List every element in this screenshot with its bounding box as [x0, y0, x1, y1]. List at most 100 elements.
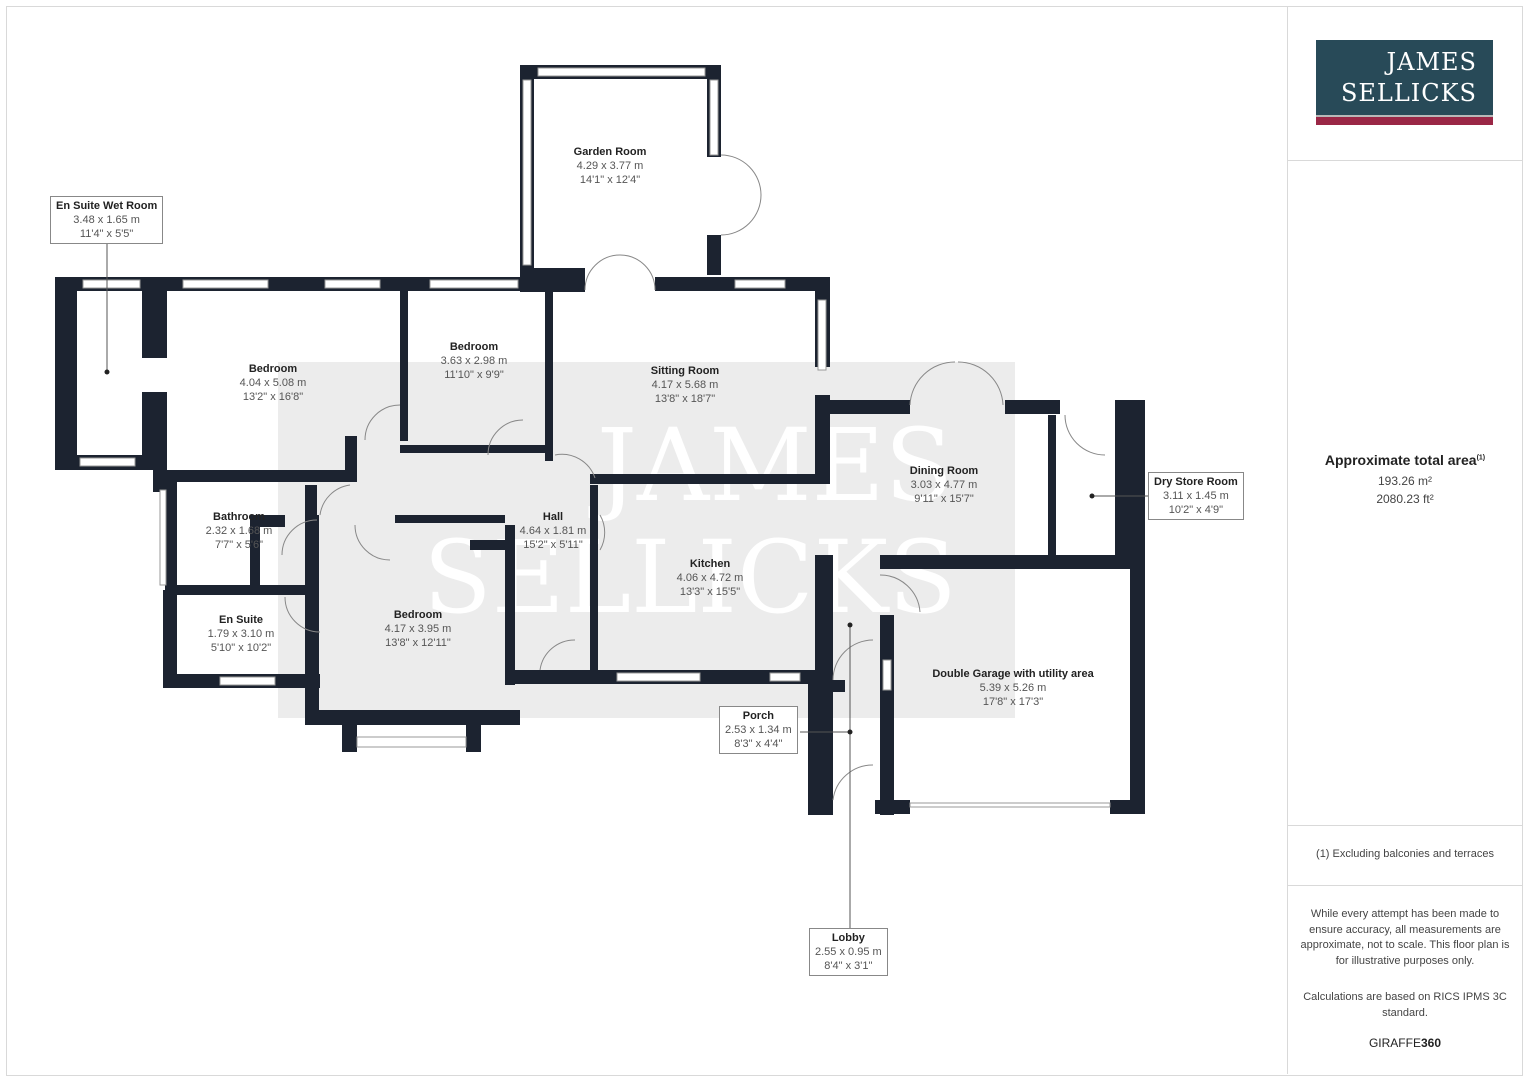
door-arc [554, 453, 596, 479]
wall-segment [815, 555, 833, 685]
total-area-title: Approximate total area [1324, 452, 1477, 468]
wall-segment [142, 291, 167, 358]
wall-segment [707, 235, 721, 275]
door-arc [284, 596, 321, 633]
wall-segment [590, 474, 830, 484]
wall-segment [466, 720, 481, 752]
door-arc [879, 574, 921, 613]
info-sidebar: JAMES SELLICKS Approximate total area(1)… [1287, 6, 1522, 1074]
wall-segment [545, 291, 553, 461]
wall-segment [395, 515, 505, 523]
wall-segment [305, 485, 317, 525]
credit-b: 360 [1420, 1036, 1442, 1050]
wall-segment [833, 680, 845, 692]
door-arc [319, 484, 351, 516]
window [324, 279, 381, 289]
wall-segment [342, 720, 357, 752]
wall-segment [400, 291, 408, 441]
wall-segment [830, 400, 910, 414]
door-arc [281, 519, 318, 556]
wall-segment [875, 800, 910, 814]
logo-line1: JAMES [1386, 48, 1477, 76]
wall-segment [505, 525, 515, 685]
window [909, 802, 1111, 808]
wall-segment [1110, 800, 1145, 814]
wall-segment [275, 674, 320, 688]
credit-a: GIRAFFE [1368, 1036, 1421, 1050]
wall-segment [1005, 400, 1060, 414]
door-arc [364, 404, 401, 441]
window [734, 279, 786, 289]
door-arc [354, 524, 391, 561]
wall-segment [505, 670, 580, 684]
logo-line2: SELLICKS [1340, 79, 1477, 107]
leader-dots [104, 369, 1095, 735]
divider [1288, 825, 1522, 826]
door-arc [584, 254, 656, 291]
door-arc [909, 361, 1004, 406]
doors [281, 154, 1106, 801]
window [159, 489, 167, 586]
window [537, 67, 706, 77]
area-ft2: 2080.23 ft² [1376, 492, 1434, 506]
wall-segment [177, 585, 317, 595]
wall-segment [153, 470, 353, 482]
james-sellicks-watermark [278, 362, 1015, 718]
wall-segment [880, 615, 894, 815]
window [522, 79, 532, 266]
window [616, 672, 701, 682]
window [79, 457, 136, 467]
calculation-note: Calculations are based on RICS IPMS 3C s… [1303, 991, 1507, 1019]
door-arc [720, 154, 762, 236]
wall-segment [400, 445, 550, 453]
wall-segment [470, 540, 510, 550]
wall-segment [165, 480, 177, 590]
wall-segment [1130, 560, 1145, 810]
page-frame [6, 6, 1523, 1076]
wall-segment [1048, 415, 1056, 555]
door-arc [1064, 414, 1106, 456]
area-m2: 193.26 m² [1377, 474, 1433, 488]
window [882, 659, 892, 691]
wall-segment [590, 485, 598, 670]
wall-segment [1115, 400, 1145, 560]
window [219, 676, 276, 686]
door-arc [487, 419, 524, 456]
wall-segment [808, 680, 833, 815]
divider [1288, 885, 1522, 886]
logo-stripe [1316, 115, 1493, 125]
footnote-mark: (1) [1476, 454, 1486, 462]
wall-segment [250, 515, 260, 587]
leader-lines [106, 240, 1148, 928]
window [356, 736, 467, 748]
door-arc [539, 639, 576, 671]
disclaimer: While every attempt has been made to ens… [1300, 908, 1510, 967]
window [182, 279, 269, 289]
window [769, 672, 801, 682]
james-sellicks-logo: JAMES SELLICKS [1316, 40, 1493, 125]
window [817, 299, 827, 371]
wall-segment [880, 555, 1130, 569]
giraffe360-credit: GIRAFFE360 [1288, 1036, 1522, 1050]
wall-segment [305, 515, 319, 725]
window [82, 279, 141, 289]
wall-segment [305, 710, 520, 725]
door-arc [832, 639, 874, 681]
wall-segment [55, 277, 77, 470]
divider [1288, 160, 1522, 161]
wall-segment [142, 392, 167, 470]
footnote: (1) Excluding balconies and terraces [1316, 848, 1494, 860]
